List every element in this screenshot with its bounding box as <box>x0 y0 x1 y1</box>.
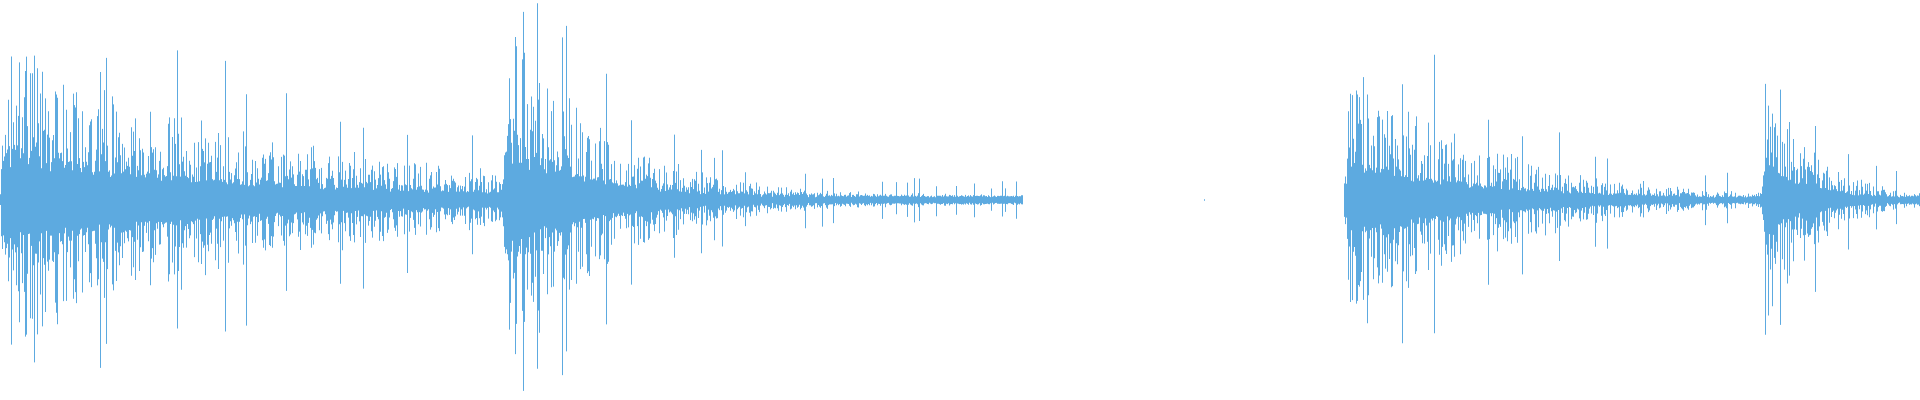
waveform-path <box>0 3 1920 391</box>
waveform-trace <box>0 3 1920 391</box>
